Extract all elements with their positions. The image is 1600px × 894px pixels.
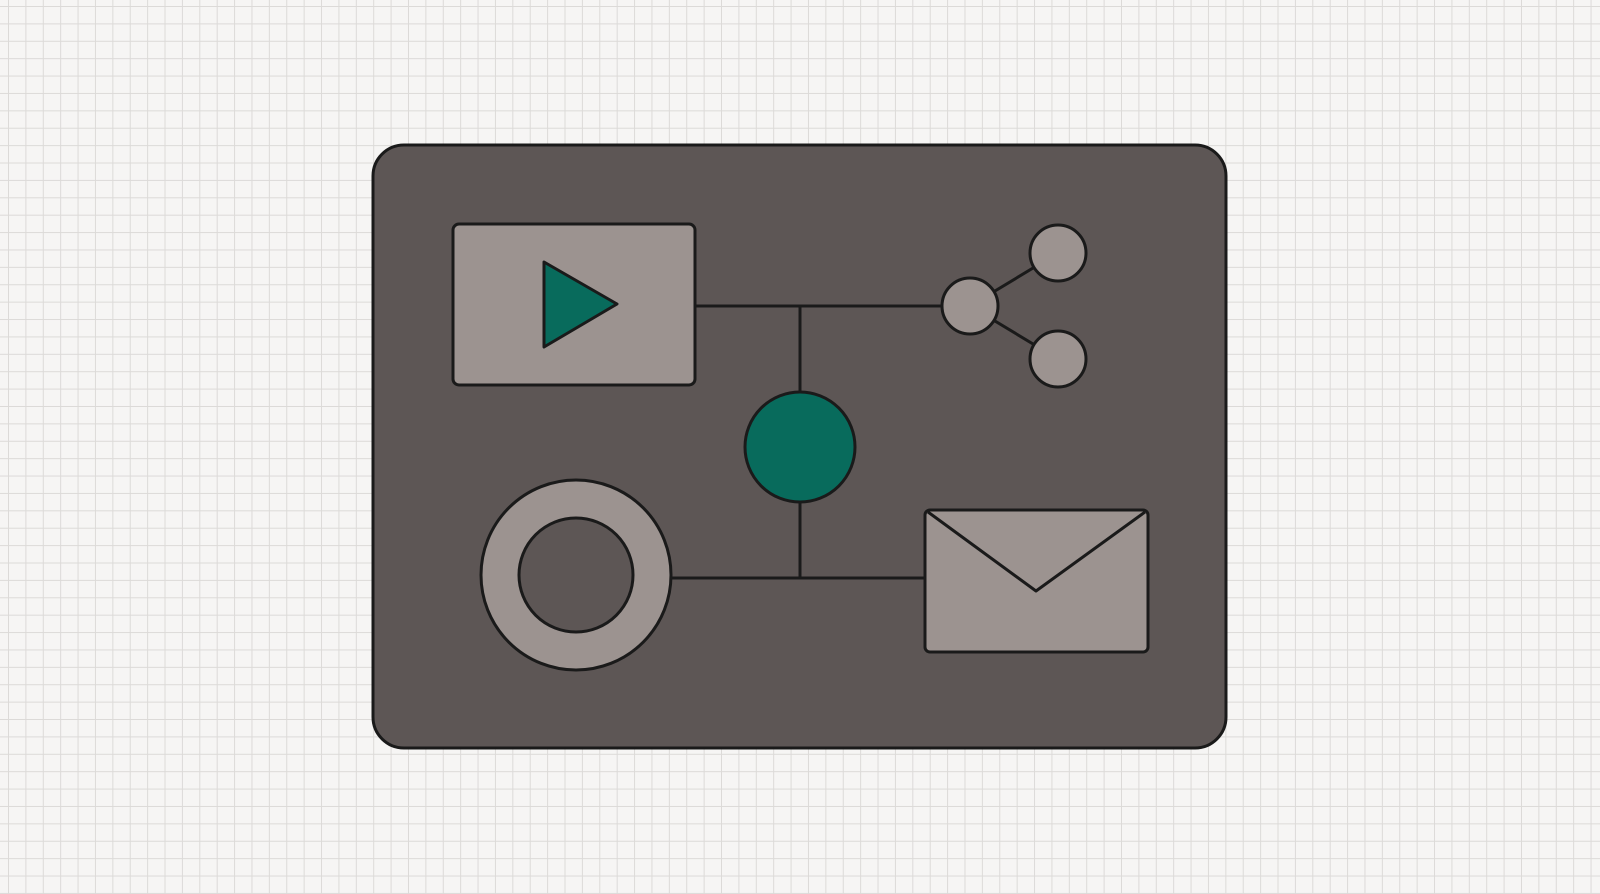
- share-node-top: [1028, 223, 1088, 283]
- play-icon: [542, 260, 619, 349]
- ring-inner: [517, 516, 635, 634]
- share-node-bottom: [1028, 329, 1088, 389]
- ring-icon: [479, 478, 673, 672]
- share-node-center: [940, 276, 1000, 336]
- envelope-flap: [927, 510, 1146, 593]
- video-tile: [451, 222, 697, 387]
- hub-node: [743, 390, 857, 504]
- envelope-icon: [923, 508, 1150, 654]
- envelope-body: [923, 508, 1150, 654]
- share-icon: [940, 223, 1088, 389]
